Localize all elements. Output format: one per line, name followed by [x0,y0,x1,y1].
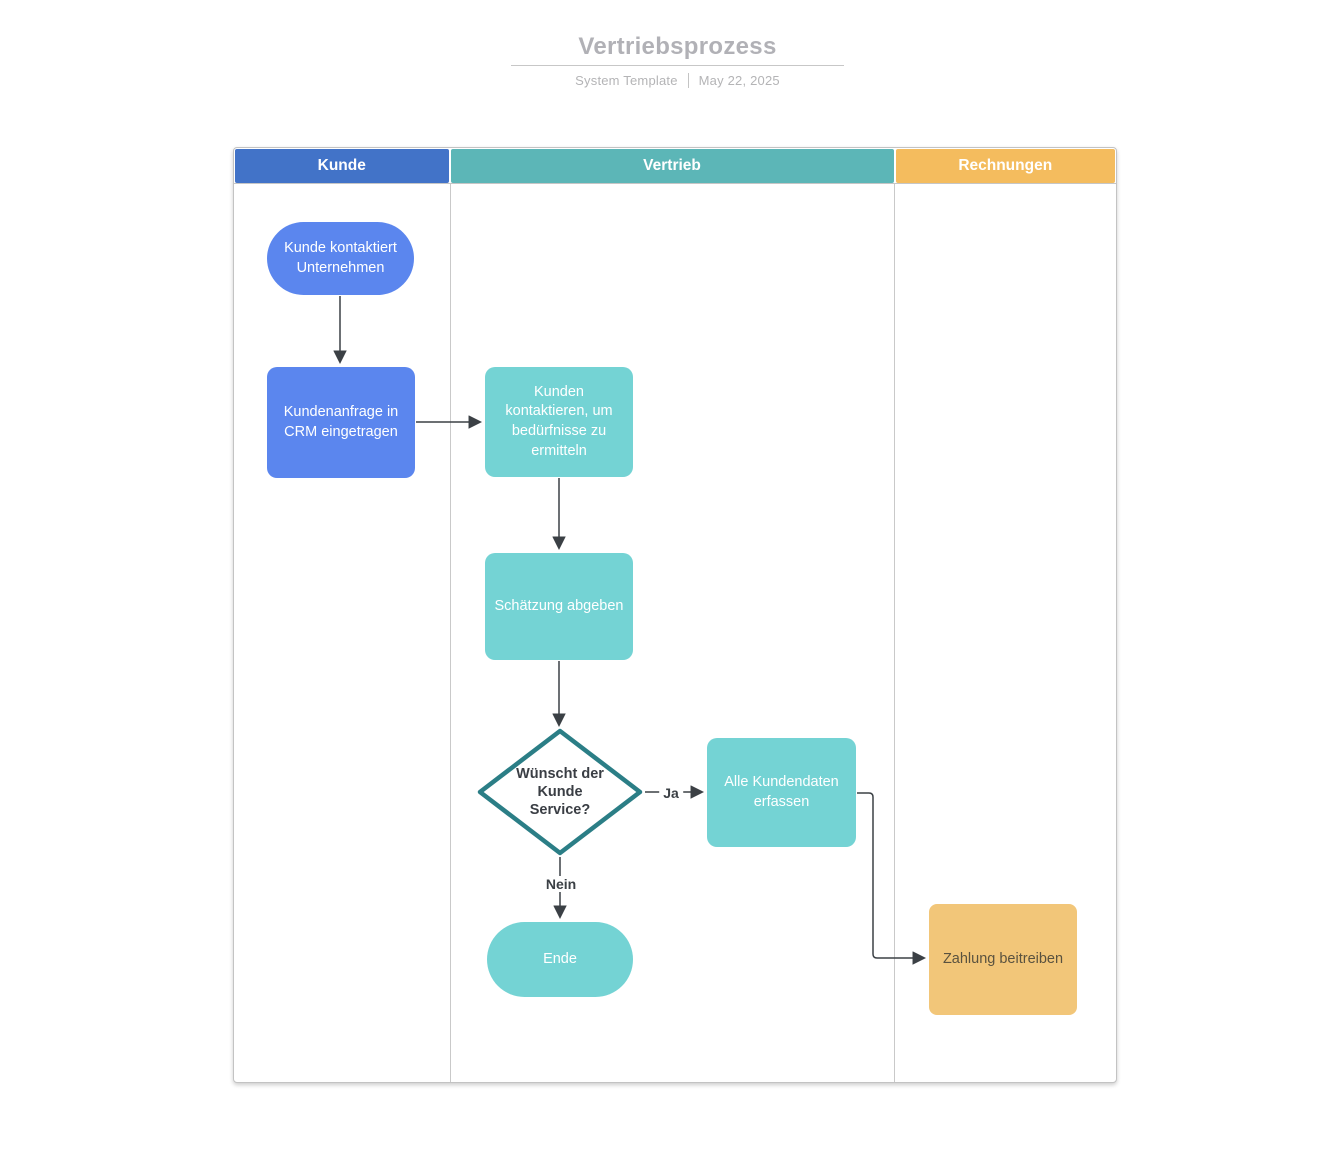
lane-divider-2 [894,184,895,1082]
subtitle-date: May 22, 2025 [698,73,780,88]
subtitle: System Template May 22, 2025 [511,73,844,88]
title-underline [511,65,844,66]
node-contact-process[interactable]: Kunden kontaktieren, um bedürfnisse zu e… [485,367,633,477]
node-end-terminator[interactable]: Ende [487,922,633,997]
edge-label-ja: Ja [659,785,683,801]
lane-header-row: Kunde Vertrieb Rechnungen [234,148,1116,183]
lane-divider-1 [450,184,451,1082]
node-decision-label: Wünscht der Kunde Service? [516,765,604,819]
node-collect-process[interactable]: Alle Kundendaten erfassen [707,738,856,847]
swimlane-container: Kunde Vertrieb Rechnungen [233,147,1117,1083]
node-crm-label: Kundenanfrage in CRM eingetragen [283,403,399,440]
diamond-shape [477,728,643,856]
subtitle-divider [687,73,689,88]
node-collect-label: Alle Kundendaten erfassen [724,773,839,810]
lane-header-vertrieb-label: Vertrieb [643,157,701,174]
node-start-label: Kunde kontaktiert Unternehmen [284,239,397,276]
node-start-terminator[interactable]: Kunde kontaktiert Unternehmen [267,222,414,295]
lane-header-kunde-label: Kunde [317,157,366,174]
node-decision-diamond[interactable]: Wünscht der Kunde Service? [477,728,643,856]
node-payment-label: Zahlung beitreiben [942,950,1064,967]
node-contact-label: Kunden kontaktieren, um bedürfnisse zu e… [505,383,613,459]
subtitle-author: System Template [575,73,678,88]
node-crm-process[interactable]: Kundenanfrage in CRM eingetragen [267,367,415,478]
page-title: Vertriebsprozess [578,33,777,60]
node-end-label: Ende [543,950,577,967]
lane-header-vertrieb[interactable]: Vertrieb [450,149,894,183]
lane-header-rechnungen[interactable]: Rechnungen [895,149,1115,183]
lane-body [234,183,1116,1082]
node-payment-process[interactable]: Zahlung beitreiben [929,904,1077,1015]
lane-header-rechnungen-label: Rechnungen [958,157,1053,174]
node-decision-label-wrap: Wünscht der Kunde Service? [477,728,643,856]
node-estimate-process[interactable]: Schätzung abgeben [485,553,633,660]
node-estimate-label: Schätzung abgeben [494,597,624,614]
diagram-title-block: Vertriebsprozess System Template May 22,… [511,33,844,88]
lane-header-kunde[interactable]: Kunde [235,149,449,183]
edge-label-nein: Nein [541,876,581,892]
